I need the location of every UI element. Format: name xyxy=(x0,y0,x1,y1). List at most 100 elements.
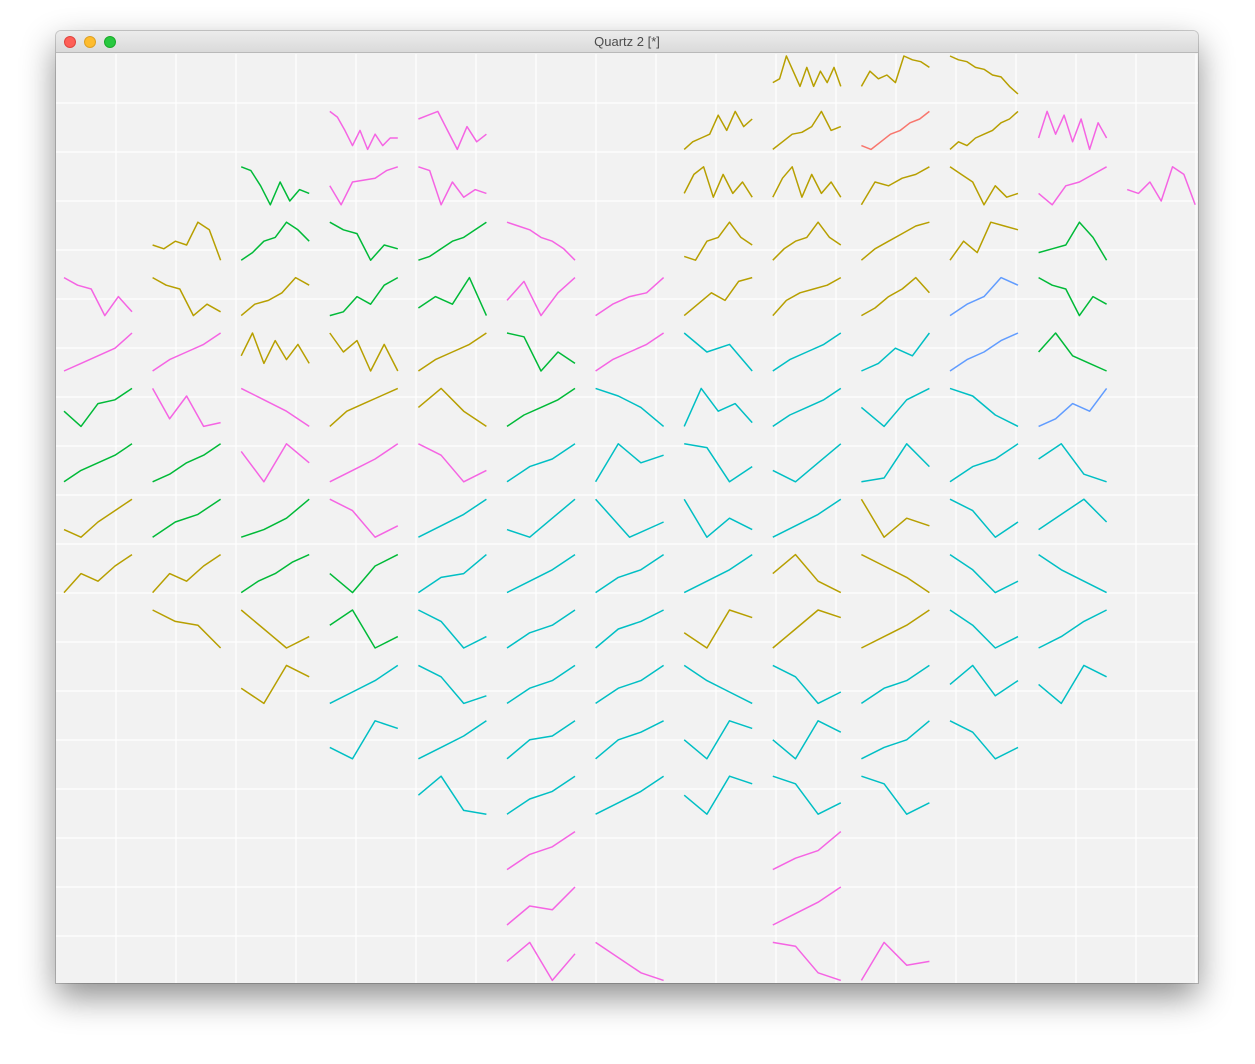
series-line-r10-c2 xyxy=(240,609,310,649)
series-line-r1-c10 xyxy=(949,110,1019,150)
series-line-r12-c7 xyxy=(683,720,753,760)
series-line-r10-c6 xyxy=(595,609,664,649)
series-line-r6-c10 xyxy=(949,387,1019,428)
series-line-r2-c8 xyxy=(772,166,842,198)
series-line-r2-c4 xyxy=(418,166,487,206)
series-line-r13-c5 xyxy=(506,775,576,815)
series-line-r10-c11 xyxy=(1038,609,1107,649)
series-line-r10-c3 xyxy=(329,609,399,649)
series-line-r7-c9 xyxy=(861,443,930,483)
series-line-r4-c10 xyxy=(949,276,1019,317)
window-title: Quartz 2 [*] xyxy=(594,34,660,49)
series-line-r9-c8 xyxy=(772,553,842,594)
series-line-r6-c11 xyxy=(1038,387,1108,428)
series-line-r6-c5 xyxy=(506,387,576,428)
series-line-r2-c3 xyxy=(329,166,399,206)
series-line-r5-c5 xyxy=(506,332,576,372)
series-line-r9-c10 xyxy=(949,553,1019,594)
zoom-button[interactable] xyxy=(104,36,116,48)
series-line-r12-c10 xyxy=(949,720,1019,760)
series-line-r9-c0 xyxy=(63,553,133,594)
series-line-r10-c7 xyxy=(683,609,753,649)
series-line-r8-c2 xyxy=(240,498,310,538)
series-line-r4-c5 xyxy=(506,277,576,317)
series-line-r9-c4 xyxy=(417,554,487,594)
series-line-r5-c9 xyxy=(861,332,931,372)
series-line-r8-c0 xyxy=(63,498,133,538)
series-line-r7-c0 xyxy=(63,443,133,483)
series-line-r7-c6 xyxy=(594,443,664,483)
series-line-r5-c6 xyxy=(595,332,665,372)
series-line-r11-c5 xyxy=(506,664,576,705)
series-line-r1-c9 xyxy=(861,110,930,151)
series-line-r6-c7 xyxy=(683,387,753,427)
series-line-r13-c9 xyxy=(861,775,930,815)
series-line-r4-c9 xyxy=(861,276,930,317)
series-line-r4-c3 xyxy=(329,276,399,317)
series-line-r6-c4 xyxy=(417,387,487,428)
series-line-r11-c4 xyxy=(418,664,487,705)
series-line-r7-c1 xyxy=(152,443,222,483)
series-line-r1-c3 xyxy=(329,110,398,151)
series-line-r5-c1 xyxy=(152,332,222,372)
series-line-r11-c6 xyxy=(595,664,665,705)
series-line-r3-c3 xyxy=(329,221,399,261)
series-line-r8-c11 xyxy=(1038,498,1108,531)
series-line-r7-c7 xyxy=(684,443,753,483)
series-line-r2-c9 xyxy=(860,166,930,206)
series-line-r12-c3 xyxy=(329,720,399,760)
series-line-r2-c12 xyxy=(1126,166,1196,206)
series-line-r4-c6 xyxy=(595,277,665,317)
series-line-r2-c10 xyxy=(949,166,1019,206)
series-line-r1-c8 xyxy=(772,110,842,150)
series-line-r4-c0 xyxy=(63,276,133,317)
series-line-r3-c1 xyxy=(152,221,222,261)
series-line-r5-c7 xyxy=(683,332,753,372)
series-line-r6-c3 xyxy=(329,387,399,427)
series-line-r5-c3 xyxy=(329,332,399,372)
series-line-r3-c7 xyxy=(683,221,753,261)
series-line-r10-c8 xyxy=(772,609,842,649)
series-line-r3-c4 xyxy=(418,221,487,261)
series-line-r1-c4 xyxy=(418,110,487,151)
series-line-r8-c4 xyxy=(418,498,487,538)
series-line-r4-c2 xyxy=(240,276,310,317)
series-line-r10-c9 xyxy=(861,609,930,649)
minimize-button[interactable] xyxy=(84,36,96,48)
series-line-r3-c8 xyxy=(772,221,842,261)
series-line-r8-c8 xyxy=(772,498,842,538)
title-bar[interactable]: Quartz 2 [*] xyxy=(56,31,1198,53)
series-line-r3-c5 xyxy=(506,221,576,261)
series-line-r2-c11 xyxy=(1038,166,1107,206)
series-line-r7-c2 xyxy=(240,443,310,483)
series-line-r9-c7 xyxy=(683,553,753,594)
series-line-r15-c5 xyxy=(506,886,576,926)
series-line-r4-c4 xyxy=(417,276,488,316)
series-line-r7-c8 xyxy=(772,443,842,483)
series-line-r7-c5 xyxy=(506,443,576,483)
series-line-r8-c5 xyxy=(506,498,576,538)
close-button[interactable] xyxy=(64,36,76,48)
series-line-r1-c7 xyxy=(683,110,753,150)
series-line-r11-c11 xyxy=(1038,664,1107,705)
series-line-r1-c11 xyxy=(1037,110,1108,151)
series-line-r3-c2 xyxy=(240,221,310,261)
series-line-r9-c11 xyxy=(1038,553,1107,594)
series-line-r8-c10 xyxy=(949,498,1019,538)
series-line-r4-c8 xyxy=(772,276,842,317)
series-line-r3-c9 xyxy=(860,221,930,261)
series-line-r8-c7 xyxy=(683,498,753,538)
series-line-r11-c3 xyxy=(329,664,399,705)
series-line-r7-c11 xyxy=(1038,443,1107,483)
series-line-r0-c10 xyxy=(949,55,1019,95)
series-line-r0-c9 xyxy=(860,55,930,87)
series-line-r16-c9 xyxy=(860,941,930,981)
series-line-r4-c1 xyxy=(152,276,221,317)
series-line-r3-c11 xyxy=(1038,221,1108,261)
series-line-r5-c0 xyxy=(63,332,133,372)
series-line-r10-c5 xyxy=(506,609,576,649)
series-line-r6-c8 xyxy=(772,387,842,428)
series-line-r11-c7 xyxy=(683,664,753,705)
series-line-r5-c4 xyxy=(417,332,487,372)
plot-window: Quartz 2 [*] xyxy=(56,31,1198,983)
